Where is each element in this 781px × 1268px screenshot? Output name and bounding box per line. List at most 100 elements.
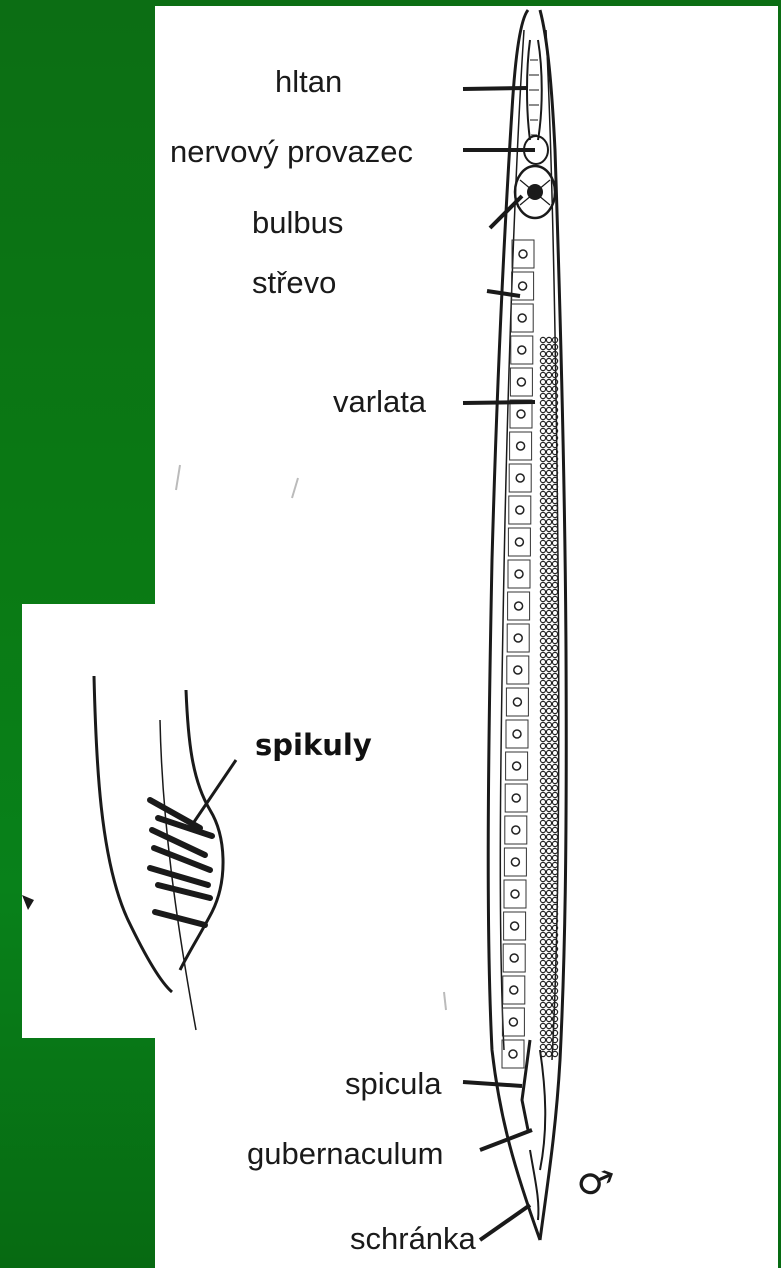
testes-dot	[552, 379, 557, 384]
testes-dot	[552, 701, 557, 706]
cell-nucleus	[513, 698, 521, 706]
testes-dot	[546, 757, 551, 762]
cell-nucleus	[512, 794, 520, 802]
testes-dot	[552, 624, 557, 629]
testes-dot	[540, 918, 545, 923]
intestine-cell	[510, 368, 532, 396]
testes-dot	[540, 925, 545, 930]
testes-dot	[546, 792, 551, 797]
testes-dot	[546, 540, 551, 545]
testes-dot	[552, 785, 557, 790]
testes-dot	[546, 848, 551, 853]
testes-dot	[552, 960, 557, 965]
testes-dot	[552, 673, 557, 678]
testes-dot	[540, 848, 545, 853]
testes-dot	[552, 687, 557, 692]
testes-dot	[546, 526, 551, 531]
testes-dot	[540, 897, 545, 902]
tail-structure	[522, 1040, 545, 1220]
testes-dot	[540, 617, 545, 622]
bulbus-structure	[515, 166, 555, 218]
testes-dot	[546, 477, 551, 482]
testes-dot	[552, 652, 557, 657]
testes-dot	[540, 974, 545, 979]
testes-dot	[546, 883, 551, 888]
testes-dot	[546, 932, 551, 937]
testes-dot	[540, 407, 545, 412]
cell-nucleus	[517, 410, 525, 418]
testes-dot	[552, 722, 557, 727]
testes-dot	[540, 652, 545, 657]
testes-dot	[540, 813, 545, 818]
testes-dot	[540, 827, 545, 832]
testes-dot	[540, 414, 545, 419]
testes-dot	[546, 344, 551, 349]
testes-dot	[552, 547, 557, 552]
testes-dot	[540, 603, 545, 608]
testes-dot	[552, 855, 557, 860]
testes-dot	[540, 582, 545, 587]
testes-dot	[540, 477, 545, 482]
testes-dot	[540, 421, 545, 426]
testes-dot	[546, 442, 551, 447]
testes-dot	[546, 358, 551, 363]
testes-dot	[546, 337, 551, 342]
arrow-mark	[22, 895, 34, 910]
testes-dot	[540, 498, 545, 503]
testes-dot	[540, 785, 545, 790]
testes-dot	[552, 638, 557, 643]
testes-dot	[540, 806, 545, 811]
testes-dot	[540, 736, 545, 741]
testes-dot	[546, 855, 551, 860]
testes-dot	[540, 757, 545, 762]
testes-dot	[546, 666, 551, 671]
intestine-cell	[503, 976, 525, 1004]
intestine-cell	[504, 880, 526, 908]
testes-dot	[546, 407, 551, 412]
testes-dot	[552, 659, 557, 664]
testes-dot	[540, 624, 545, 629]
testes-dot	[552, 757, 557, 762]
testes-dot	[546, 939, 551, 944]
testes-dot	[546, 589, 551, 594]
pharynx-structure	[524, 40, 548, 164]
testes-dot	[546, 778, 551, 783]
testes-dot	[552, 554, 557, 559]
testes-dot	[540, 855, 545, 860]
testes-dot	[540, 400, 545, 405]
testes-dot	[546, 736, 551, 741]
cell-nucleus	[517, 378, 525, 386]
testes-dot	[540, 365, 545, 370]
testes-dot	[546, 687, 551, 692]
testes-dot	[546, 862, 551, 867]
testes-dot	[540, 344, 545, 349]
testes-dot	[552, 820, 557, 825]
cell-nucleus	[510, 954, 518, 962]
testes-dot	[546, 722, 551, 727]
testes-dot	[552, 729, 557, 734]
testes-dot	[546, 904, 551, 909]
testes-dot	[546, 708, 551, 713]
testes-dot	[552, 603, 557, 608]
testes-dot	[540, 512, 545, 517]
testes-dot	[540, 358, 545, 363]
cell-nucleus	[512, 826, 520, 834]
testes-dot	[540, 729, 545, 734]
testes-dot	[546, 512, 551, 517]
testes-dot	[540, 841, 545, 846]
testes-dot	[546, 785, 551, 790]
testes-dot	[546, 1009, 551, 1014]
testes-dot	[540, 1002, 545, 1007]
testes-dot	[552, 1051, 557, 1056]
testes-dot	[546, 974, 551, 979]
testes-dot	[546, 421, 551, 426]
intestine-cell	[505, 816, 527, 844]
intestine-cell	[507, 656, 529, 684]
testes-dot	[552, 736, 557, 741]
testes-dot	[546, 764, 551, 769]
cell-nucleus	[519, 282, 527, 290]
testes-dot	[540, 995, 545, 1000]
testes-dot	[546, 701, 551, 706]
testes-dot	[540, 449, 545, 454]
